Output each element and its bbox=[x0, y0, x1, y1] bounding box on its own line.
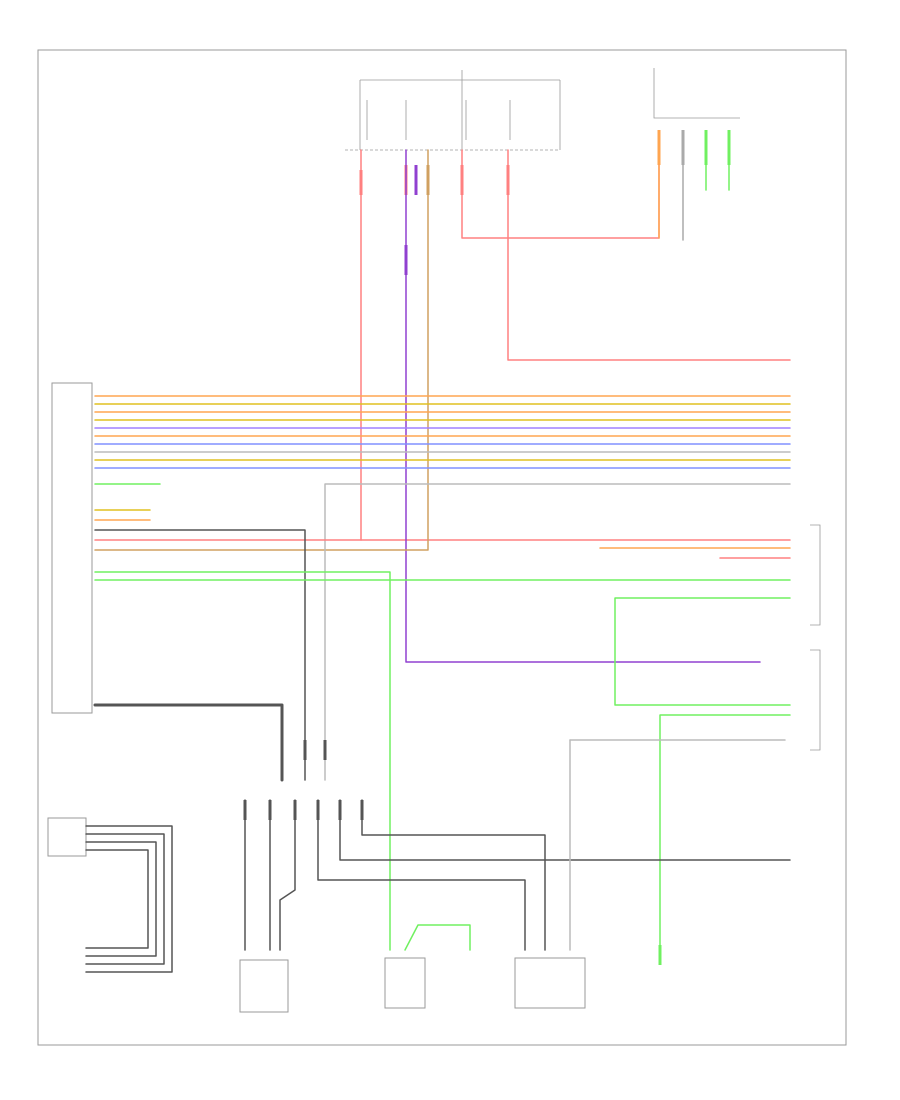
main-module bbox=[51, 382, 93, 714]
diagram-frame bbox=[37, 49, 847, 1046]
central-connector bbox=[384, 957, 426, 1009]
relay-bracket bbox=[653, 68, 740, 119]
right-component-1 bbox=[810, 524, 821, 626]
right-component-2 bbox=[810, 649, 821, 751]
top-wires bbox=[94, 149, 791, 663]
antenna-module bbox=[47, 817, 173, 973]
bus-wires bbox=[94, 395, 791, 951]
power-distribution-box bbox=[514, 957, 586, 1009]
reader-component bbox=[239, 959, 289, 1013]
lower-wires bbox=[93, 703, 791, 951]
connector-pins bbox=[359, 130, 731, 275]
bottom-connector-pins bbox=[243, 740, 662, 965]
fuse-box bbox=[345, 70, 561, 151]
